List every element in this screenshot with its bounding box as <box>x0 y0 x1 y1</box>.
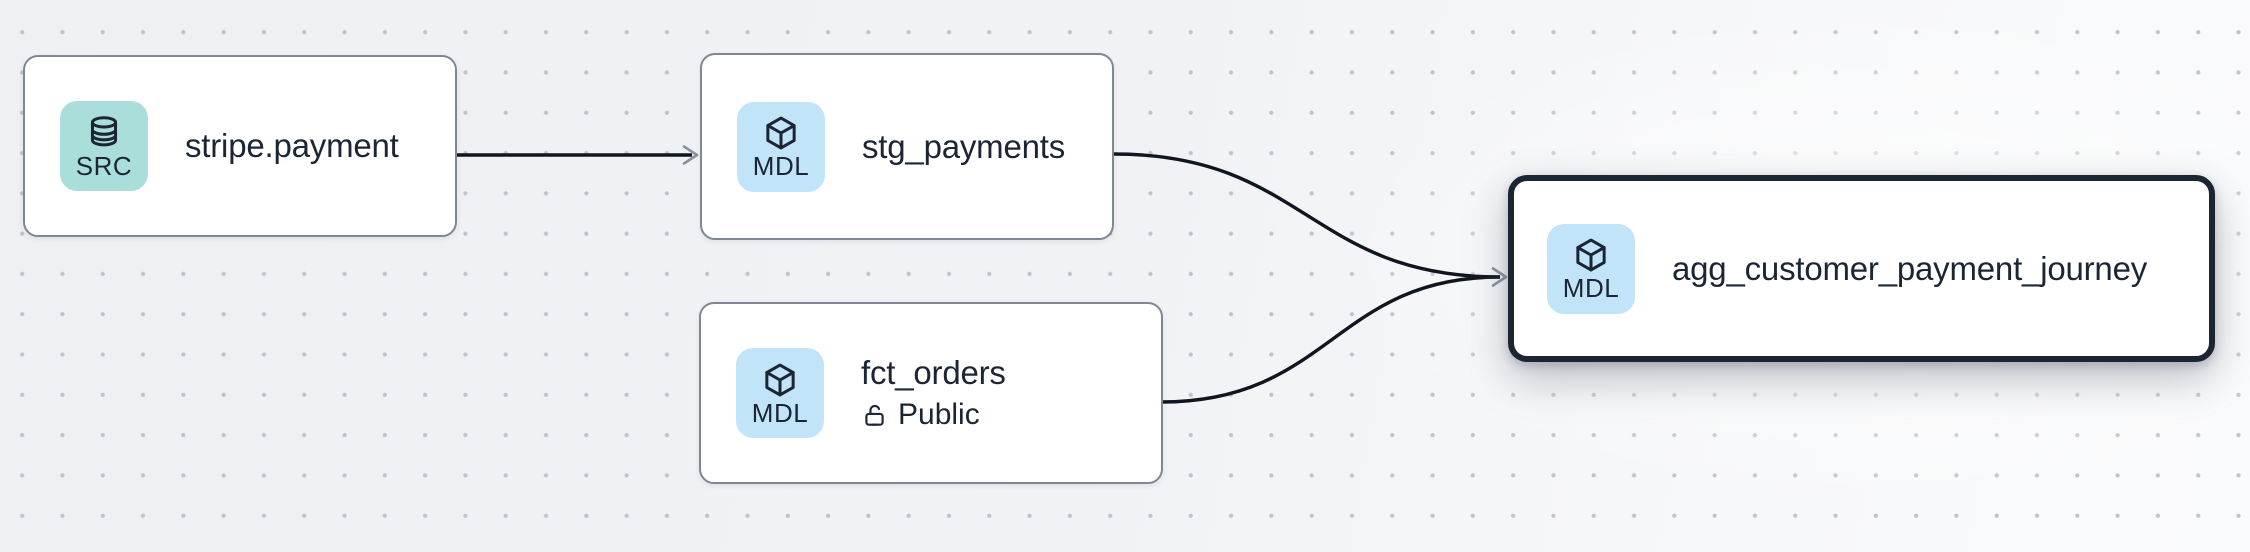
database-icon <box>90 115 118 146</box>
edge-stg-payments-to-agg-customer-payment-journey <box>1113 152 1501 279</box>
visibility-row: Public <box>861 398 1006 432</box>
visibility-label: Public <box>898 398 980 431</box>
badge-label: SRC <box>75 150 133 181</box>
cube-icon <box>765 363 795 396</box>
node-fct-orders[interactable]: MDL fct_orders Public <box>699 302 1163 484</box>
badge-label: MDL <box>1562 273 1620 303</box>
arrowhead-icon <box>682 145 699 165</box>
lock-open-icon <box>865 404 884 426</box>
node-stripe-payment[interactable]: SRC stripe.payment <box>23 55 457 237</box>
node-label: stripe.payment <box>185 127 399 164</box>
model-badge: MDL <box>1547 223 1635 314</box>
model-badge: MDL <box>737 101 825 192</box>
arrowhead-icon <box>1491 267 1508 287</box>
node-label: fct_orders <box>861 354 1006 391</box>
node-agg-customer-payment-journey[interactable]: MDL agg_customer_payment_journey <box>1508 175 2215 362</box>
node-label: stg_payments <box>862 127 1066 165</box>
model-badge: MDL <box>736 348 824 438</box>
edge-fct-orders-to-agg-customer-payment-journey <box>1160 275 1501 404</box>
node-label-block: fct_orders Public <box>861 354 1006 432</box>
badge-label: MDL <box>751 397 809 428</box>
cube-icon <box>1576 238 1606 272</box>
cube-icon <box>766 116 796 150</box>
badge-label: MDL <box>752 151 810 181</box>
node-label: agg_customer_payment_journey <box>1672 249 2148 287</box>
source-badge: SRC <box>60 101 148 191</box>
node-stg-payments[interactable]: MDL stg_payments <box>700 53 1114 240</box>
